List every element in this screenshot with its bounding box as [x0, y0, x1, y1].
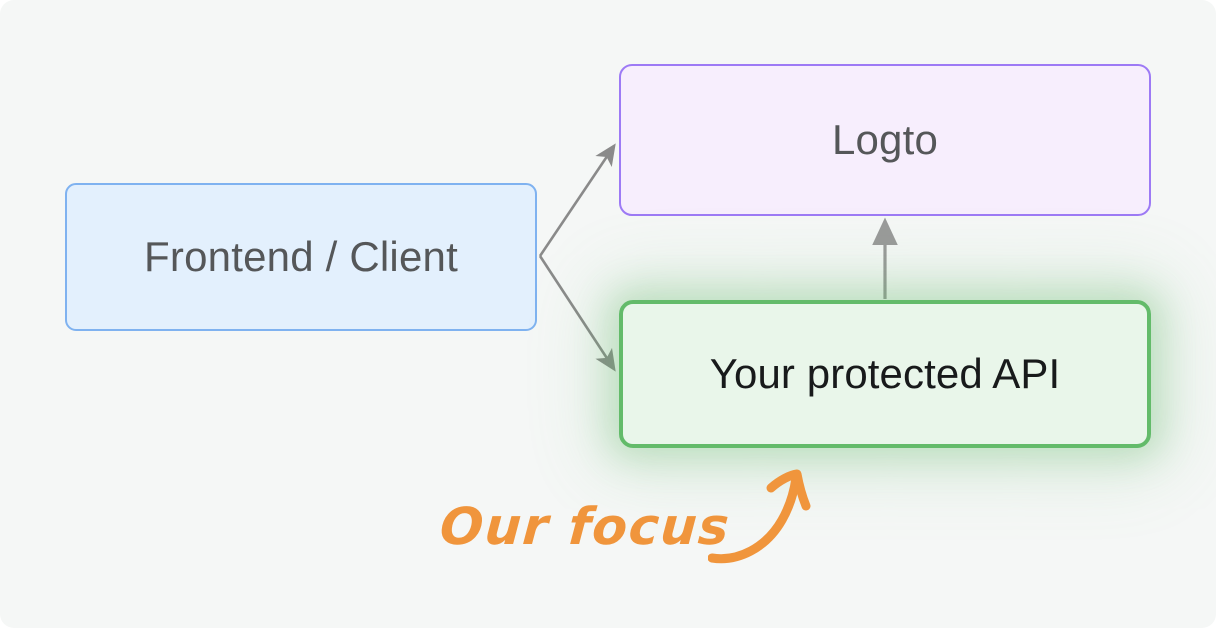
node-frontend-client[interactable]: Frontend / Client	[65, 183, 537, 331]
focus-annotation: Our focus	[437, 469, 820, 598]
focus-annotation-arrow-icon	[708, 469, 811, 564]
node-protected-api[interactable]: Your protected API	[619, 300, 1151, 448]
edge-frontend-to-protected-api	[538, 255, 616, 372]
node-logto[interactable]: Logto	[619, 64, 1151, 216]
node-logto-label: Logto	[831, 115, 939, 163]
edge-frontend-to-logto	[538, 143, 616, 257]
node-frontend-client-label: Frontend / Client	[144, 232, 458, 280]
canvas-corner-mark-bottom-right	[1212, 624, 1215, 627]
canvas-corner-mark-top-left	[1, 1, 4, 4]
node-protected-api-label: Your protected API	[709, 349, 1061, 397]
focus-annotation-label: Our focus	[437, 498, 733, 557]
